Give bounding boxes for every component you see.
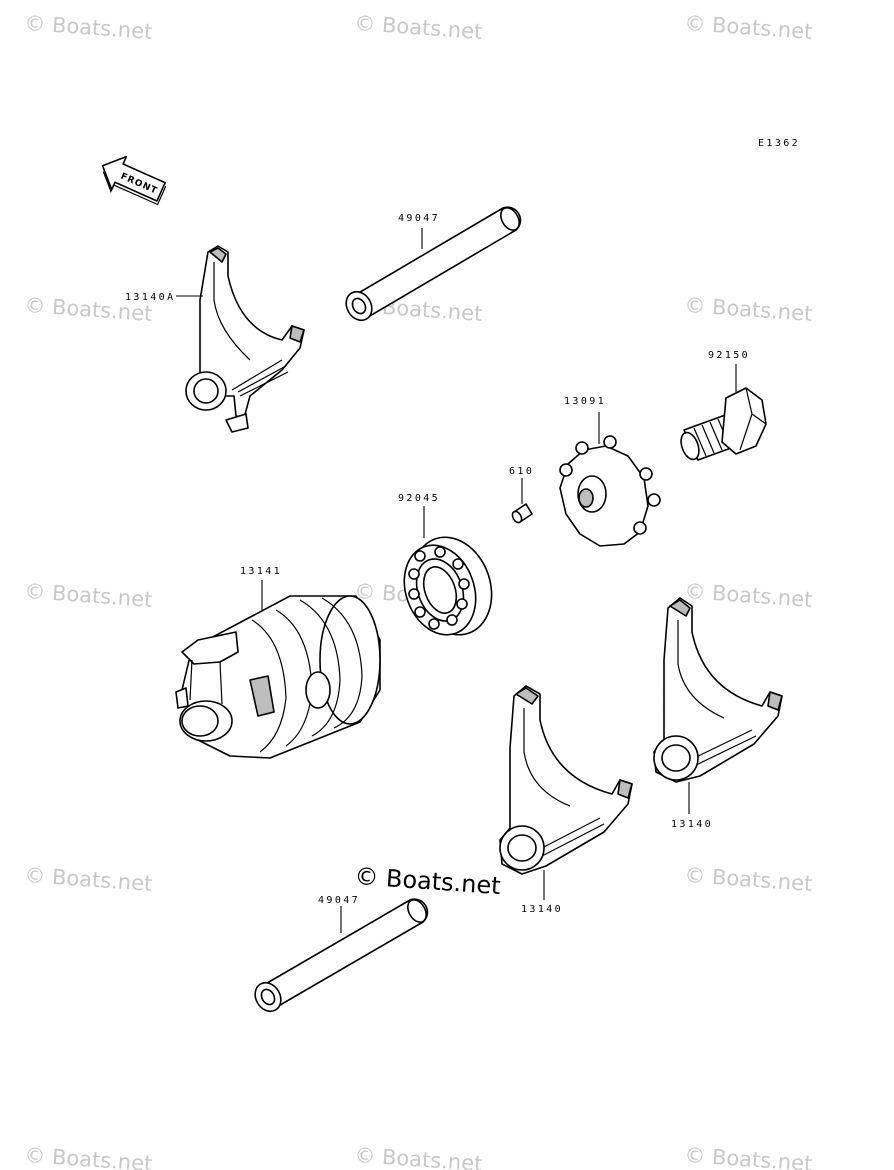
front-arrow: FRONT [101, 155, 167, 206]
part-shaft-top: 49047 [345, 206, 522, 322]
part-fork-mid: 13140 [499, 685, 633, 915]
watermark: © Boats.net [684, 1143, 813, 1170]
part-label-pin: 610 [509, 466, 534, 477]
watermark: © Boats.net [684, 579, 813, 612]
part-label-shaft-bottom: 49047 [318, 895, 360, 906]
watermark: © Boats.net [684, 11, 813, 44]
center-watermark: © Boats.net [354, 862, 502, 900]
watermark: © Boats.net [24, 863, 153, 896]
part-bearing: 92045 [398, 493, 493, 636]
part-label-drum: 13141 [240, 566, 282, 577]
watermark: © Boats.net [684, 293, 813, 326]
part-label-fork-a: 13140A [125, 292, 176, 303]
diagram-code: E1362 [758, 138, 800, 149]
part-label-shaft-top: 49047 [398, 213, 440, 224]
watermark: © Boats.net [24, 11, 153, 44]
watermark: © Boats.net [24, 1143, 153, 1170]
part-bolt: 92150 [680, 350, 767, 461]
part-drum: 13141 [175, 566, 381, 759]
part-fork-a: 13140A [125, 245, 305, 433]
part-fork-right: 13140 [653, 597, 783, 830]
watermark: © Boats.net [684, 863, 813, 896]
watermark: © Boats.net [24, 579, 153, 612]
watermark: © Boats.net [354, 1143, 483, 1170]
part-label-fork-right: 13140 [671, 819, 713, 830]
part-label-drum-gear: 13091 [564, 396, 606, 407]
part-shaft-bottom: 49047 [254, 895, 429, 1013]
part-label-bearing: 92045 [398, 493, 440, 504]
part-pin: 610 [509, 466, 534, 524]
watermark: © Boats.net [354, 11, 483, 44]
part-label-bolt: 92150 [708, 350, 750, 361]
part-drum-gear: 13091 [559, 396, 661, 547]
part-label-fork-mid: 13140 [521, 904, 563, 915]
